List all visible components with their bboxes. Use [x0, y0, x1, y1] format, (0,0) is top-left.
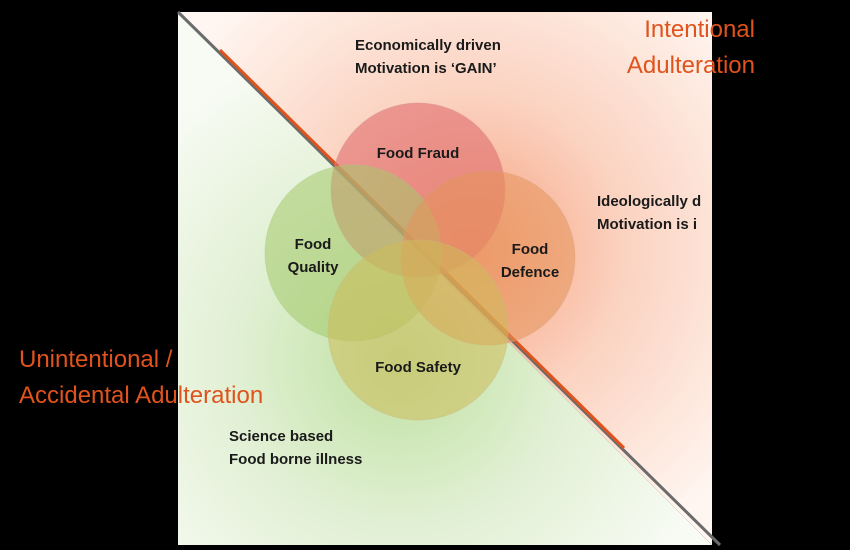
food-fraud-text: Food Fraud	[376, 145, 460, 162]
label-food-defence: Food Defence	[490, 238, 570, 284]
intentional-heading: Intentional Adulteration	[627, 12, 755, 84]
label-food-fraud: Food Fraud	[358, 142, 478, 165]
unintentional-heading: Unintentional / Accidental Adulteration	[19, 342, 263, 414]
circle-food-safety	[327, 239, 509, 421]
science-line-2: Food borne illness	[229, 451, 363, 468]
intentional-line-1: Intentional	[644, 16, 755, 43]
food-safety-text: Food Safety	[375, 359, 461, 376]
unintentional-line-1: Unintentional /	[19, 346, 173, 373]
science-line-1: Science based	[229, 428, 334, 445]
label-food-safety: Food Safety	[358, 356, 478, 379]
ideological-line-2: Motivation is i	[597, 216, 698, 233]
intentional-line-2: Adulteration	[626, 52, 755, 79]
label-food-quality: Food Quality	[273, 233, 353, 279]
economic-line-2: Motivation is ‘GAIN’	[355, 60, 497, 77]
food-defence-line-2: Defence	[500, 264, 560, 281]
unintentional-line-2: Accidental Adulteration	[19, 382, 264, 409]
science-note: Science based Food borne illness	[229, 425, 362, 471]
economic-note: Economically driven Motivation is ‘GAIN’	[355, 34, 501, 80]
ideological-line-1: Ideologically d	[597, 193, 702, 210]
food-defence-line-1: Food	[511, 241, 549, 258]
ideological-note: Ideologically d Motivation is i	[597, 190, 712, 236]
food-quality-line-1: Food	[294, 236, 332, 253]
food-quality-line-2: Quality	[287, 259, 339, 276]
economic-line-1: Economically driven	[355, 37, 501, 54]
